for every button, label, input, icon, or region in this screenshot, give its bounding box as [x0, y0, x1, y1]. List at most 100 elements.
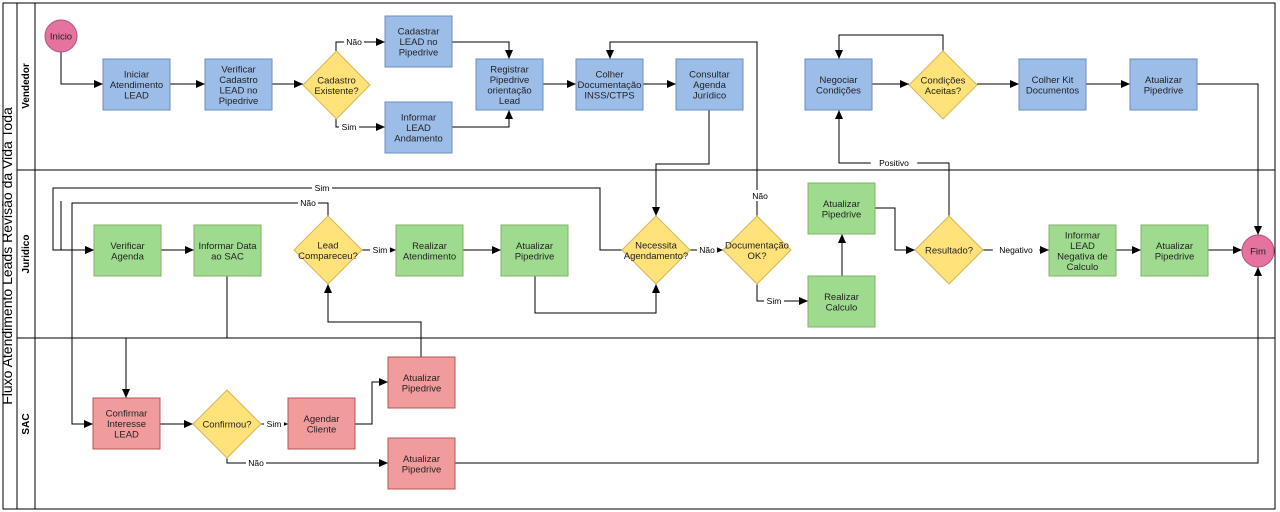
- node-text-line: Documentação: [725, 240, 789, 251]
- connector-e10: [652, 110, 710, 216]
- node-text-line: Iniciar: [124, 70, 149, 81]
- node-text-line: Cliente: [307, 424, 337, 435]
- node-text-line: Consultar: [689, 70, 730, 81]
- connector-label-bg: [246, 457, 266, 468]
- connector-e33: [875, 207, 915, 254]
- lane-label-juridico: Juridico: [21, 235, 32, 274]
- connector-e7: [452, 110, 513, 128]
- node-text-line: Colher Kit: [1032, 75, 1074, 86]
- node-text-line: Condições: [816, 85, 861, 96]
- node-confirmou[interactable]: Confirmou?: [192, 389, 262, 459]
- node-text-line: Pipedrive: [402, 464, 442, 475]
- node-text-line: Atualizar: [403, 373, 440, 384]
- lane-label-sac: SAC: [21, 413, 32, 434]
- connector-e4: [335, 38, 385, 51]
- node-text-line: Atualizar: [1156, 241, 1193, 252]
- node-box: [1048, 224, 1117, 277]
- connector-label-bg: [264, 418, 284, 429]
- node-text-line: Lead: [499, 96, 520, 107]
- node-fim[interactable]: Fim: [1241, 234, 1275, 268]
- node-text-line: Interesse: [107, 419, 146, 430]
- connector-label-e13: Sim: [373, 245, 388, 255]
- node-text-line: Confirmou?: [202, 420, 251, 431]
- node-text-line: Atendimento: [110, 80, 163, 91]
- node-text-line: INSS/CTPS: [584, 91, 634, 102]
- node-text-line: Pipedrive: [1144, 85, 1184, 96]
- node-box: [395, 224, 464, 277]
- decision-diamond: [914, 215, 984, 285]
- node-text-line: Atualizar: [516, 241, 553, 252]
- connector-e21: [606, 41, 758, 216]
- node-text-line: Confirmar: [106, 409, 148, 420]
- node-text-line: Resultado?: [925, 246, 973, 257]
- node-text-line: Condições: [921, 75, 966, 86]
- node-box: [1129, 58, 1198, 111]
- connector-label-e5: Sim: [342, 122, 357, 132]
- node-text-line: Agendamento?: [624, 251, 688, 262]
- node-text-line: Pipedrive: [219, 96, 259, 107]
- node-box: [93, 224, 162, 277]
- node-text-line: OK?: [747, 251, 766, 262]
- node-resultado[interactable]: Resultado?: [914, 215, 984, 285]
- connector-label-e18: Não: [300, 198, 316, 208]
- node-text-line: Aceitas?: [925, 86, 961, 97]
- connector-label-bg: [697, 244, 717, 255]
- event-circle: [1241, 234, 1275, 268]
- node-text-line: Agenda: [111, 251, 144, 262]
- node-inicio[interactable]: Inicio: [44, 19, 78, 53]
- connector-e38: [1197, 83, 1262, 235]
- node-text-line: Pipedrive: [399, 48, 439, 59]
- node-text-line: Informar: [1065, 230, 1100, 241]
- node-text-line: Realizar: [412, 241, 447, 252]
- node-text-line: Verificar: [110, 241, 144, 252]
- connector-e16: [534, 276, 660, 314]
- connector-label-bg: [992, 244, 1040, 255]
- node-box: [575, 58, 644, 111]
- connector-label-bg: [344, 36, 364, 47]
- event-circle: [44, 19, 78, 53]
- node-text-line: Pipedrive: [822, 209, 862, 220]
- connector-e1: [60, 52, 103, 88]
- connector-e25: [324, 284, 422, 357]
- decision-diamond: [302, 50, 371, 120]
- node-box: [387, 356, 456, 409]
- node-text-line: Calculo: [826, 302, 858, 313]
- node-text-line: Lead: [317, 240, 338, 251]
- node-box: [384, 15, 453, 68]
- node-text-line: LEAD: [114, 430, 139, 441]
- node-text-line: LEAD no: [399, 37, 437, 48]
- connector-label-bg: [339, 121, 359, 132]
- node-box: [193, 224, 262, 277]
- node-text-line: Verificar: [221, 64, 255, 75]
- lane-label-vendedor: Vendedor: [21, 63, 32, 109]
- node-box: [92, 397, 161, 450]
